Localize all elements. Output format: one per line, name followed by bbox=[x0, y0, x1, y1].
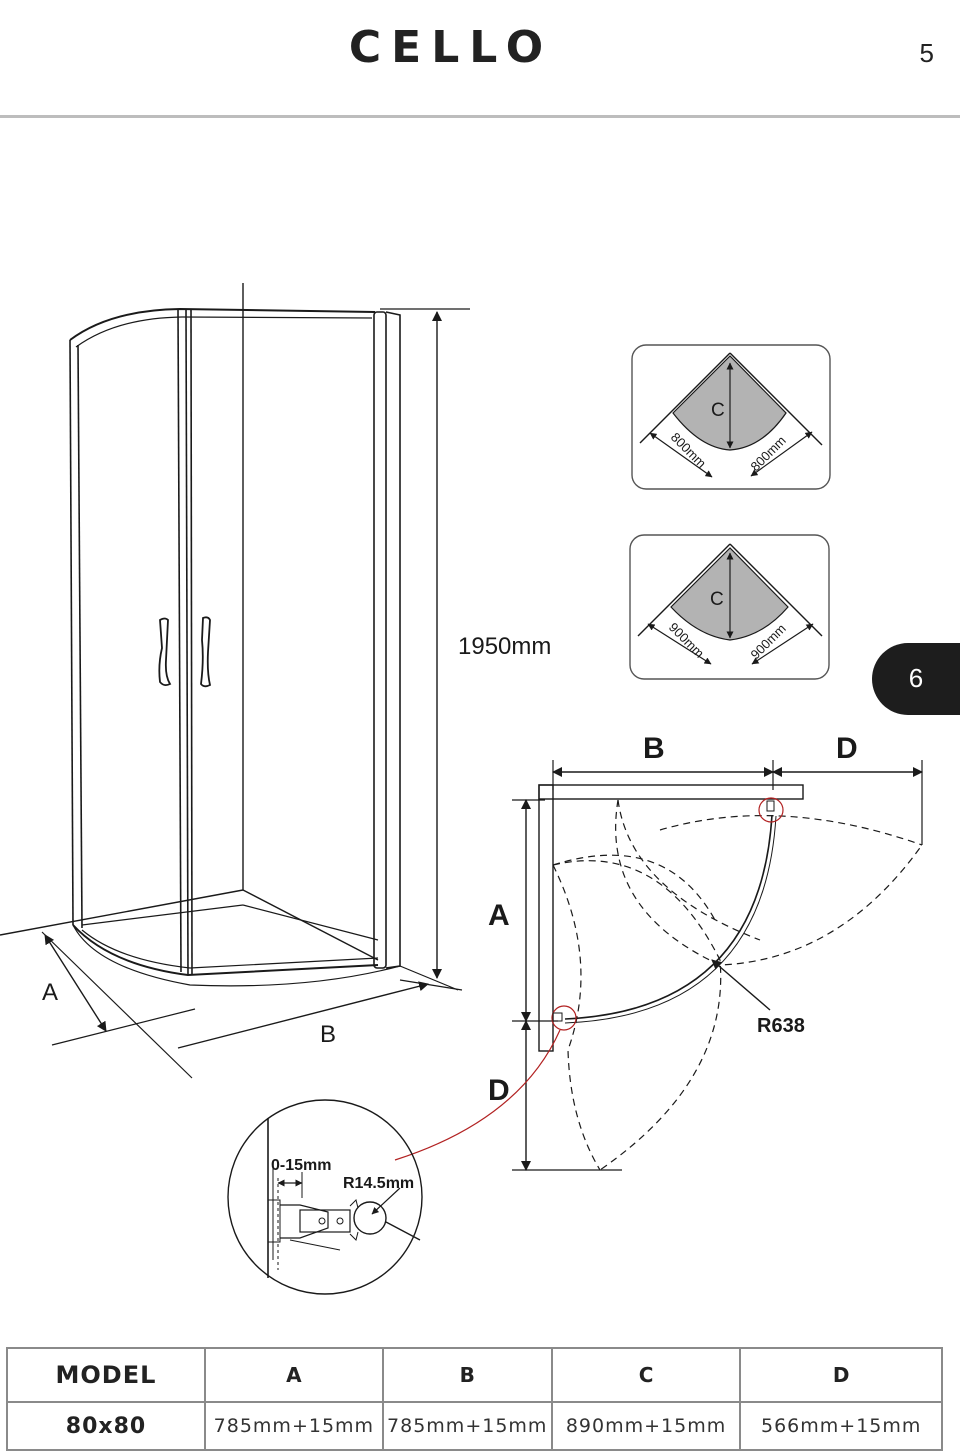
footprint-icon-900 bbox=[629, 534, 830, 680]
header-divider bbox=[0, 115, 960, 118]
header-model: MODEL bbox=[6, 1347, 206, 1403]
enclosure-depth-label: A bbox=[42, 979, 58, 1006]
cell-d: 566mm+15mm bbox=[739, 1401, 943, 1451]
footprint-2-center-label: C bbox=[710, 589, 724, 610]
cell-a: 785mm+15mm bbox=[203, 1401, 384, 1451]
spec-table-header-row: MODEL A B C D bbox=[6, 1347, 943, 1403]
header-c: C bbox=[550, 1347, 742, 1403]
header-a: A bbox=[203, 1347, 384, 1403]
cell-b: 785mm+15mm bbox=[381, 1401, 553, 1451]
footprint-1-center-label: C bbox=[711, 400, 725, 421]
header-b: B bbox=[381, 1347, 553, 1403]
plan-label-a: A bbox=[488, 899, 510, 932]
header-d: D bbox=[739, 1347, 943, 1403]
plan-label-b: B bbox=[643, 732, 665, 765]
height-dimension-label: 1950mm bbox=[458, 633, 551, 660]
plan-label-d-top: D bbox=[836, 732, 858, 765]
table-row: 80x80 785mm+15mm 785mm+15mm 890mm+15mm 5… bbox=[6, 1401, 943, 1451]
radius-label: R638 bbox=[757, 1015, 805, 1037]
chapter-tab[interactable]: 6 bbox=[872, 643, 960, 715]
spec-table: MODEL A B C D 80x80 785mm+15mm 785mm+15m… bbox=[6, 1347, 943, 1451]
gap-dimension-label: 0-15mm bbox=[271, 1157, 331, 1174]
brand-logo: CELLO bbox=[348, 22, 554, 73]
hinge-detail-view bbox=[227, 1099, 423, 1295]
enclosure-view bbox=[0, 283, 470, 1079]
cell-c: 890mm+15mm bbox=[550, 1401, 742, 1451]
plan-label-d-side: D bbox=[488, 1074, 510, 1107]
detail-radius-label: R14.5mm bbox=[343, 1175, 414, 1192]
page-number: 5 bbox=[919, 38, 934, 68]
enclosure-width-label: B bbox=[320, 1021, 336, 1048]
cell-model: 80x80 bbox=[6, 1401, 206, 1451]
page-header: CELLO 5 bbox=[0, 0, 960, 118]
plan-view bbox=[394, 760, 923, 1171]
footprint-icon-800 bbox=[631, 344, 831, 490]
chapter-tab-label: 6 bbox=[908, 663, 924, 693]
